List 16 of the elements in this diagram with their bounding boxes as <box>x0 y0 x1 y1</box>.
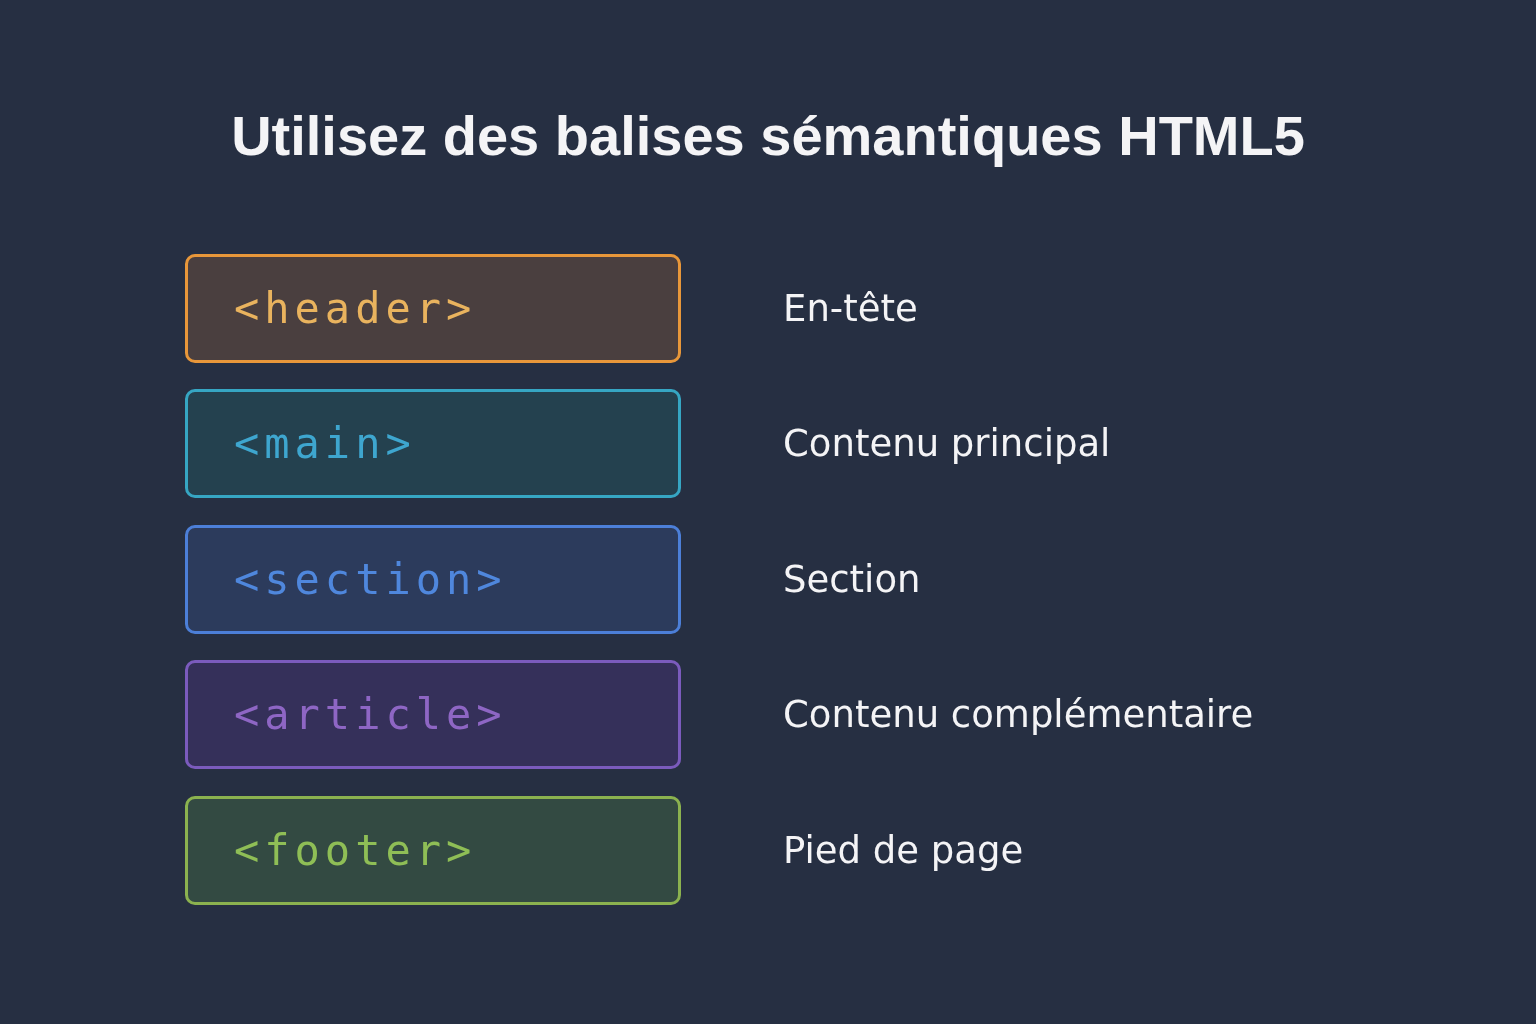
diagram-title: Utilisez des balises sémantiques HTML5 <box>230 103 1306 169</box>
tag-box <box>185 660 681 769</box>
description-label: En-tête <box>783 285 918 332</box>
description-label: Pied de page <box>783 827 1024 874</box>
description-label: Contenu complémentaire <box>783 691 1254 738</box>
tag-box <box>185 525 681 634</box>
tag-box <box>185 796 681 905</box>
tag-box <box>185 254 681 363</box>
code-text: <main> <box>234 417 416 470</box>
tag-box <box>185 389 681 498</box>
code-text: <header> <box>234 282 477 335</box>
code-text: <footer> <box>234 824 477 877</box>
code-text: <section> <box>234 553 507 606</box>
description-label: Contenu principal <box>783 420 1111 467</box>
description-label: Section <box>783 556 921 603</box>
code-text: <article> <box>234 688 507 741</box>
